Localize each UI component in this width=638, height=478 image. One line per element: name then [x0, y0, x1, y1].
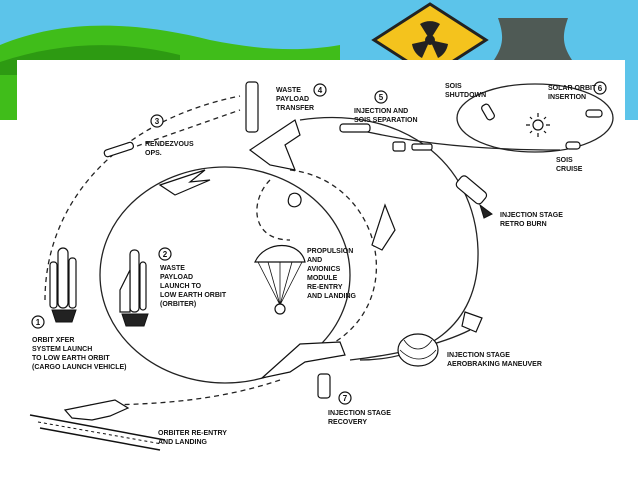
svg-text:SHUTDOWN: SHUTDOWN	[445, 92, 486, 99]
svg-text:AEROBRAKING MANEUVER: AEROBRAKING MANEUVER	[447, 361, 542, 368]
parachute-icon	[254, 244, 306, 315]
propulsion-label: PROPULSION AND AVIONICS MODULE RE-ENTRY …	[307, 248, 357, 300]
svg-text:PROPULSION: PROPULSION	[307, 248, 353, 255]
step-4-label: 4 WASTE PAYLOAD TRANSFER	[276, 83, 327, 112]
sois-shutdown-label: SOIS SHUTDOWN	[445, 83, 486, 99]
solar-orbit-insertion-icon	[585, 109, 603, 118]
cargo-launch-vehicle-icon	[49, 247, 77, 323]
svg-text:SOIS: SOIS	[445, 83, 462, 90]
svg-text:WASTE: WASTE	[160, 265, 185, 272]
radiation-sign-icon	[371, 2, 489, 78]
rendezvous-icon	[103, 141, 211, 196]
svg-text:SOIS SEPARATION: SOIS SEPARATION	[354, 117, 418, 124]
sois-cruise-label: SOIS CRUISE	[556, 157, 583, 173]
svg-text:AVIONICS: AVIONICS	[307, 266, 341, 273]
step-1-number: 1	[36, 318, 41, 327]
svg-text:INJECTION STAGE: INJECTION STAGE	[328, 410, 391, 417]
svg-text:LOW EARTH ORBIT: LOW EARTH ORBIT	[160, 292, 227, 299]
sois-cruise-icon	[565, 141, 581, 150]
sois-shutdown-icon	[481, 103, 495, 121]
step-6-label: 6 SOLAR ORBIT INSERTION	[548, 81, 607, 101]
aerobraking-balloon-icon	[397, 333, 439, 367]
svg-text:INJECTION STAGE: INJECTION STAGE	[447, 352, 510, 359]
step-5-label: 5 INJECTION AND SOIS SEPARATION	[354, 90, 418, 124]
svg-text:RE-ENTRY: RE-ENTRY	[307, 284, 343, 291]
svg-text:OPS.: OPS.	[145, 150, 162, 157]
svg-text:RENDEZVOUS: RENDEZVOUS	[145, 141, 194, 148]
svg-text:ORBITER RE-ENTRY: ORBITER RE-ENTRY	[158, 430, 227, 437]
retro-burn-label: INJECTION STAGE RETRO BURN	[500, 212, 563, 228]
svg-text:RECOVERY: RECOVERY	[328, 419, 367, 426]
svg-text:SOLAR ORBIT: SOLAR ORBIT	[548, 85, 597, 92]
cooling-tower	[494, 18, 572, 60]
svg-text:WASTE: WASTE	[276, 87, 301, 94]
step-4-number: 4	[318, 86, 323, 95]
svg-text:SOIS: SOIS	[556, 157, 573, 164]
svg-text:PAYLOAD: PAYLOAD	[276, 96, 309, 103]
svg-text:TRANSFER: TRANSFER	[276, 105, 314, 112]
svg-text:INJECTION AND: INJECTION AND	[354, 108, 408, 115]
step-3-label: 3 RENDEZVOUS OPS.	[145, 114, 194, 157]
small-capsule-icon	[287, 192, 302, 208]
step-6-number: 6	[598, 84, 603, 93]
svg-text:ORBIT XFER: ORBIT XFER	[32, 337, 74, 344]
svg-text:(CARGO LAUNCH VEHICLE): (CARGO LAUNCH VEHICLE)	[32, 364, 127, 371]
injection-stage-icon	[339, 123, 433, 152]
waste-payload-transfer-icon	[245, 81, 301, 171]
aerobraking-label: INJECTION STAGE AEROBRAKING MANEUVER	[447, 352, 542, 368]
landing-orbiter-icon	[63, 399, 130, 421]
svg-text:LAUNCH TO: LAUNCH TO	[160, 283, 202, 290]
step-3-number: 3	[155, 117, 160, 126]
retro-burn-icon	[455, 175, 493, 219]
step-7-number: 7	[343, 394, 348, 403]
orbiter-launch-icon	[119, 249, 149, 327]
svg-text:RETRO BURN: RETRO BURN	[500, 221, 547, 228]
svg-text:(ORBITER): (ORBITER)	[160, 301, 196, 308]
svg-text:MODULE: MODULE	[307, 275, 338, 282]
sun-icon	[526, 113, 550, 137]
svg-text:SYSTEM LAUNCH: SYSTEM LAUNCH	[32, 346, 92, 353]
runway-icon	[29, 414, 166, 451]
svg-text:INSERTION: INSERTION	[548, 94, 586, 101]
reentry-orbiter-icon	[371, 203, 396, 251]
svg-text:CRUISE: CRUISE	[556, 166, 583, 173]
step-5-number: 5	[379, 93, 384, 102]
svg-text:INJECTION STAGE: INJECTION STAGE	[500, 212, 563, 219]
injection-stage-descent-icon	[461, 311, 483, 333]
svg-text:AND: AND	[307, 257, 322, 264]
svg-text:AND LANDING: AND LANDING	[158, 439, 208, 446]
svg-text:TO LOW EARTH ORBIT: TO LOW EARTH ORBIT	[32, 355, 110, 362]
step-1-label: 1 ORBIT XFER SYSTEM LAUNCH TO LOW EARTH …	[31, 315, 127, 371]
svg-text:PAYLOAD: PAYLOAD	[160, 274, 193, 281]
step-2-number: 2	[163, 250, 168, 259]
recovery-orbiter-icon	[259, 341, 346, 399]
svg-text:AND LANDING: AND LANDING	[307, 293, 357, 300]
step-2-label: 2 WASTE PAYLOAD LAUNCH TO LOW EARTH ORBI…	[158, 247, 227, 308]
step-7-label: 7 INJECTION STAGE RECOVERY	[328, 391, 391, 426]
orbiter-reentry-label: ORBITER RE-ENTRY AND LANDING	[158, 430, 227, 446]
